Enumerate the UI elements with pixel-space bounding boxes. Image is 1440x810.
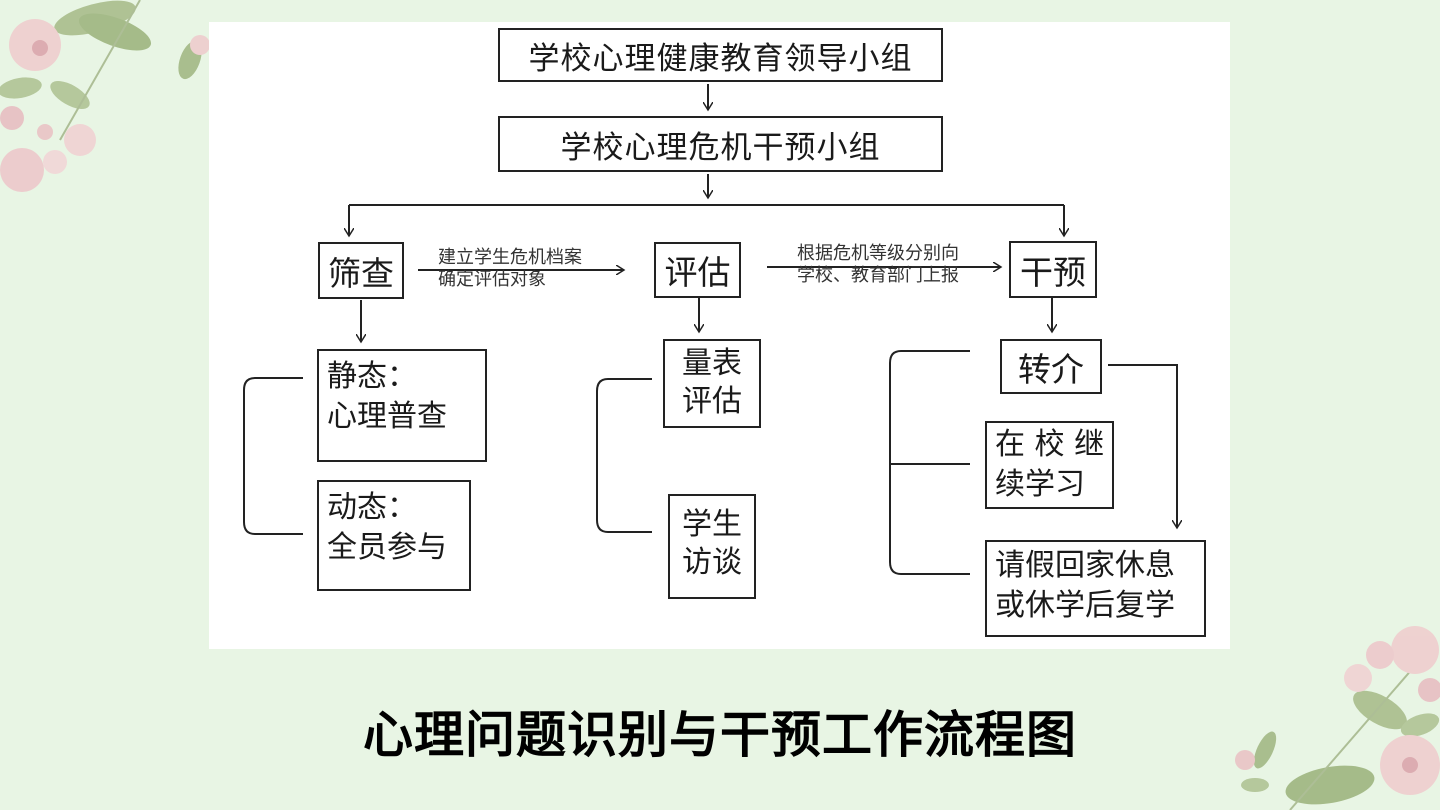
node-crisis-group: 学校心理危机干预小组 — [498, 116, 943, 172]
node-intervention: 干预 — [1009, 241, 1097, 298]
arrow-referral-to-leave — [1108, 364, 1177, 528]
node-leadership-group: 学校心理健康教育领导小组 — [498, 28, 943, 82]
floral-decoration-bottom-right — [1235, 626, 1440, 810]
node-assessment: 评估 — [654, 242, 741, 298]
node-referral: 转介 — [1000, 339, 1102, 394]
floral-decoration-top-left — [0, 0, 210, 192]
node-static-survey: 静态： 心理普查 — [317, 349, 487, 462]
edge-label-screening-assessment: 建立学生危机档案 确定评估对象 — [438, 247, 582, 290]
bracket-screening — [243, 377, 303, 535]
node-screening: 筛查 — [318, 242, 404, 299]
node-scale-evaluation: 量表 评估 — [663, 339, 761, 428]
node-leave-home: 请假回家休息 或休学后复学 — [985, 540, 1206, 637]
node-student-interview: 学生 访谈 — [668, 494, 756, 599]
node-dynamic-participation: 动态： 全员参与 — [317, 480, 471, 591]
bracket-intervention — [889, 350, 970, 575]
node-continue-school: 在 校 继 续学习 — [985, 421, 1114, 509]
bracket-assessment — [596, 378, 652, 533]
slide-title: 心理问题识别与干预工作流程图 — [363, 706, 1077, 764]
edge-label-assessment-intervention: 根据危机等级分别向 学校、教育部门上报 — [797, 243, 959, 286]
